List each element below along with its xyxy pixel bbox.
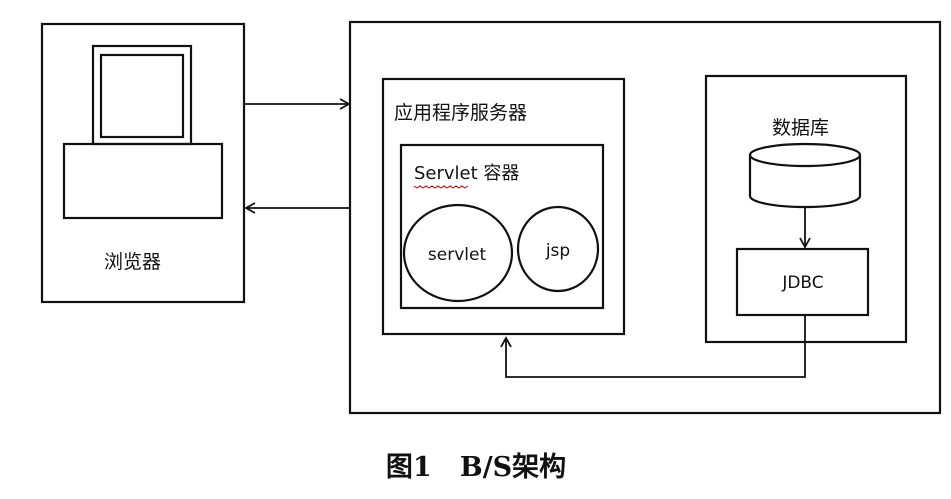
browser-label: 浏览器	[104, 251, 161, 273]
cylinder-top	[748, 142, 862, 168]
database-label: 数据库	[772, 117, 829, 139]
servlet-container-box	[399, 143, 605, 310]
jsp-label: jsp	[545, 241, 570, 261]
server-side-box	[348, 20, 942, 415]
app-server-box	[381, 77, 626, 336]
servlet-label: servlet	[428, 245, 487, 265]
spellcheck-underline	[413, 185, 469, 189]
browser-box	[40, 22, 246, 304]
monitor-outer	[91, 44, 193, 146]
jdbc-box	[735, 247, 870, 317]
servlet-ellipse	[402, 203, 514, 303]
database-cylinder-icon	[748, 142, 862, 209]
computer-base	[62, 142, 224, 220]
servlet-container-label-suffix: 容器	[478, 163, 520, 184]
database-box	[704, 74, 908, 344]
computer-icon	[62, 44, 224, 220]
figure-caption: 图1 B/S架构	[386, 452, 566, 483]
jdbc-to-server-connector	[500, 315, 806, 378]
servlet-container-label-prefix: Servlet	[414, 163, 478, 184]
app-server-label: 应用程序服务器	[394, 102, 527, 124]
servlet-container-label: Servlet 容器	[414, 163, 519, 184]
monitor-screen	[99, 53, 185, 139]
jsp-ellipse	[516, 205, 600, 293]
jdbc-label: JDBC	[781, 273, 823, 293]
